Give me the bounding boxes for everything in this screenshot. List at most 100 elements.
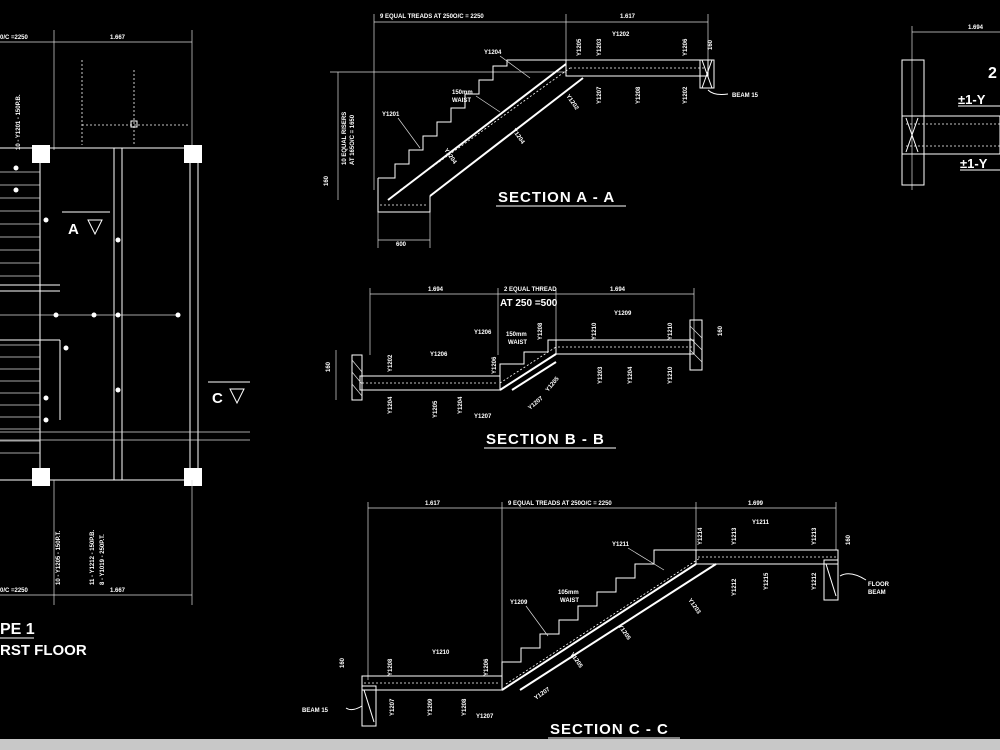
bb-dim-mid-2: AT 250 =500 bbox=[500, 298, 558, 309]
plan-dim-bottom-left: 0/C =2250 bbox=[0, 588, 29, 594]
bb-label-14: Y1203 bbox=[598, 366, 604, 384]
cc-dim-treads: 9 EQUAL TREADS AT 250O/C = 2250 bbox=[508, 501, 612, 507]
cc-waist-1: 105mm bbox=[558, 590, 579, 596]
bb-dim-160-right: 160 bbox=[718, 325, 724, 336]
cc-label-16: Y1207 bbox=[476, 714, 494, 720]
cc-label-3: Y1209 bbox=[510, 600, 528, 606]
cc-dim-160: 160 bbox=[340, 657, 346, 668]
bb-dim-right: 1.694 bbox=[610, 287, 626, 293]
aa-label-y1201: Y1201 bbox=[382, 112, 400, 118]
bb-waist-2: WAIST bbox=[508, 340, 527, 346]
bb-dim-left: 1.694 bbox=[428, 287, 444, 293]
bb-label-16: Y1210 bbox=[668, 366, 674, 384]
cc-dim-160-right: 160 bbox=[846, 534, 852, 545]
plan-dim-bottom-right: 1.667 bbox=[110, 588, 126, 594]
detail-note-1: 2 bbox=[988, 65, 997, 82]
cc-label-5: Y1206 bbox=[484, 658, 490, 676]
cc-beam-right-1: FLOOR bbox=[868, 582, 890, 588]
bb-label-10: Y1210 bbox=[592, 322, 598, 340]
bb-dim-mid-1: 2 EQUAL THREAD bbox=[504, 287, 557, 293]
plan-rebar-bottom-2: 11 - Y1212 - 150P.B. bbox=[90, 530, 96, 585]
bb-label-4: Y1205 bbox=[433, 400, 439, 418]
aa-dim-landing: 1.617 bbox=[620, 14, 636, 20]
bb-label-5: Y1204 bbox=[458, 396, 464, 414]
section-a-a: 9 EQUAL TREADS AT 250O/C = 2250 1.617 10… bbox=[324, 14, 759, 248]
bb-label-1: Y1202 bbox=[388, 354, 394, 372]
section-cc-title: SECTION C - C bbox=[550, 721, 669, 738]
aa-label-y1202b: Y1202 bbox=[683, 86, 689, 104]
bb-label-15: Y1204 bbox=[628, 366, 634, 384]
bb-label-17: Y1205 bbox=[545, 376, 561, 394]
cc-label-17: Y1207 bbox=[534, 686, 552, 701]
cc-label-12: Y1211 bbox=[752, 520, 770, 526]
bb-label-13: Y1206 bbox=[474, 330, 492, 336]
plan-dim-top-right: 1.667 bbox=[110, 35, 126, 41]
plan-title-line1: PE 1 bbox=[0, 621, 35, 638]
plan-rebar-bottom-3: 8 - Y1019 - 250P.T. bbox=[100, 534, 106, 585]
cc-beam-left: BEAM 15 bbox=[302, 708, 329, 714]
cc-dim-right: 1.699 bbox=[748, 501, 764, 507]
cc-label-11: Y1214 bbox=[698, 527, 704, 545]
aa-beam-label: BEAM 15 bbox=[732, 93, 759, 99]
detail-note-2: ±1-Y bbox=[958, 92, 986, 107]
cc-label-1: Y1210 bbox=[432, 650, 450, 656]
aa-label-y1203: Y1203 bbox=[597, 38, 603, 56]
bb-label-11: Y1209 bbox=[614, 311, 632, 317]
cc-label-19: Y1205 bbox=[616, 624, 631, 642]
aa-label-y1207: Y1207 bbox=[597, 86, 603, 104]
column-top-right bbox=[184, 145, 202, 163]
column-top-left bbox=[32, 145, 50, 163]
cc-label-20: Y1205 bbox=[568, 652, 583, 670]
bb-dim-160: 160 bbox=[326, 361, 332, 372]
detail-note-3: ±1-Y bbox=[960, 156, 988, 171]
aa-label-y1205: Y1205 bbox=[577, 38, 583, 56]
bb-label-3: Y1204 bbox=[388, 396, 394, 414]
plan-rebar-top: 10 - Y1201 - 150P.B. bbox=[16, 94, 22, 150]
aa-label-y1208: Y1208 bbox=[636, 86, 642, 104]
cc-label-13: Y1215 bbox=[764, 572, 770, 590]
cc-label-14: Y1213 bbox=[812, 527, 818, 545]
aa-waist-1: 150mm bbox=[452, 90, 473, 96]
aa-waist-2: WAIST bbox=[452, 98, 471, 104]
cc-waist-2: WAIST bbox=[560, 598, 579, 604]
cc-label-18: Y1203 bbox=[686, 598, 701, 616]
aa-label-y1204: Y1204 bbox=[484, 50, 502, 56]
cc-label-2: Y1211 bbox=[612, 542, 630, 548]
plan-rebar-bottom-1: 10 - Y1205 - 150P.T. bbox=[56, 531, 62, 585]
section-b-b: 1.694 2 EQUAL THREAD AT 250 =500 1.694 1… bbox=[326, 287, 724, 449]
aa-label-y1202c: Y1202 bbox=[564, 94, 579, 112]
bb-waist-1: 150mm bbox=[506, 332, 527, 338]
aa-label-y1202: Y1202 bbox=[612, 32, 630, 38]
aa-risers-1: 10 EQUAL RISERS bbox=[342, 112, 348, 165]
section-bb-title: SECTION B - B bbox=[486, 431, 605, 448]
column-bottom-right bbox=[184, 468, 202, 486]
section-marker-a: A bbox=[68, 221, 79, 238]
column-bottom-left bbox=[32, 468, 50, 486]
bb-label-12: Y1210 bbox=[668, 322, 674, 340]
section-c-c: 1.617 9 EQUAL TREADS AT 250O/C = 2250 1.… bbox=[302, 501, 890, 739]
cc-label-10: Y1213 bbox=[732, 527, 738, 545]
cc-dim-left: 1.617 bbox=[425, 501, 441, 507]
cc-label-8: Y1208 bbox=[462, 698, 468, 716]
cc-label-4: Y1208 bbox=[388, 658, 394, 676]
aa-label-y1204b: Y1204 bbox=[510, 128, 525, 146]
detail-view: 1.694 2 ±1-Y ±1-Y bbox=[901, 25, 1000, 190]
aa-label-160: 160 bbox=[708, 39, 714, 50]
cc-label-7: Y1209 bbox=[428, 698, 434, 716]
plan-title-line2: RST FLOOR bbox=[0, 642, 87, 659]
aa-dim-160: 160 bbox=[324, 175, 330, 186]
bb-label-7: Y1207 bbox=[474, 414, 492, 420]
aa-dim-600: 600 bbox=[396, 242, 407, 248]
aa-risers-2: AT 165O/C = 1650 bbox=[350, 114, 356, 165]
bb-label-6: Y1206 bbox=[492, 356, 498, 374]
aa-label-y1206: Y1206 bbox=[683, 38, 689, 56]
bb-label-2: Y1206 bbox=[430, 352, 448, 358]
cc-label-6: Y1207 bbox=[390, 698, 396, 716]
bb-label-9: Y1208 bbox=[538, 322, 544, 340]
cc-label-15: Y1212 bbox=[812, 572, 818, 590]
section-marker-c: C bbox=[212, 390, 223, 407]
cc-label-9: Y1212 bbox=[732, 578, 738, 596]
cc-beam-right-2: BEAM bbox=[868, 590, 886, 596]
section-aa-title: SECTION A - A bbox=[498, 189, 615, 206]
